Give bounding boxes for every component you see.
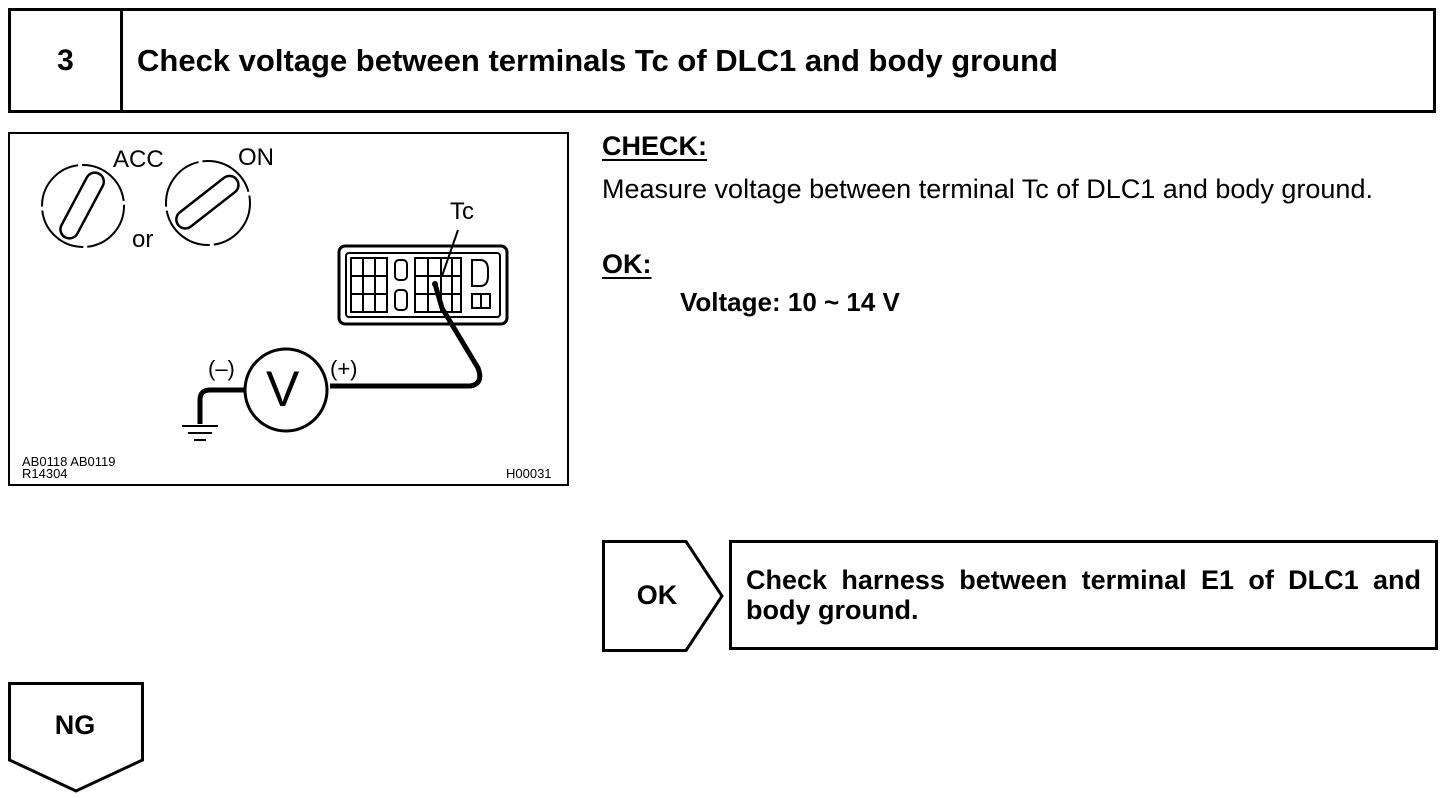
figure-code-right: H00031 (506, 466, 552, 481)
ok-heading: OK: (602, 249, 652, 279)
ignition-switch-acc-icon (41, 164, 125, 248)
or-label: or (132, 226, 154, 253)
plus-label: (+) (330, 356, 358, 381)
step-number: 3 (11, 11, 123, 110)
ok-arrow-icon (602, 540, 724, 652)
step-header: 3 Check voltage between terminals Tc of … (8, 8, 1436, 113)
tc-label: Tc (450, 198, 474, 225)
ng-arrow-icon (8, 682, 144, 793)
on-label: ON (238, 144, 274, 171)
ok-result-label: OK (636, 579, 678, 610)
ok-action-text: Check harness between terminal E1 of DLC… (746, 565, 1421, 625)
voltmeter-label: V (266, 361, 300, 417)
ng-result-label: NG (54, 709, 96, 740)
ignition-switch-on-icon (165, 160, 251, 246)
negative-lead (197, 387, 245, 424)
ok-action-box: Check harness between terminal E1 of DLC… (729, 540, 1438, 650)
figure-code-left-2: R14304 (22, 466, 68, 481)
ground-symbol-icon (182, 425, 218, 441)
voltage-spec: Voltage: 10 ~ 14 V (680, 287, 900, 317)
wiring-diagram (41, 160, 509, 441)
minus-label: (–) (208, 356, 235, 381)
positive-lead (330, 283, 483, 389)
illustration: ACC ON or Tc (–) (+) V AB0118 AB0119 R14… (8, 132, 569, 486)
acc-label: ACC (113, 146, 164, 173)
check-heading: CHECK: (602, 131, 707, 161)
tc-leader-line (441, 229, 459, 277)
dlc1-connector-icon (337, 244, 509, 326)
figure-code-left-1: AB0118 AB0119 (22, 454, 116, 469)
check-text: Measure voltage between terminal Tc of D… (602, 174, 1373, 204)
step-title: Check voltage between terminals Tc of DL… (137, 42, 1058, 78)
